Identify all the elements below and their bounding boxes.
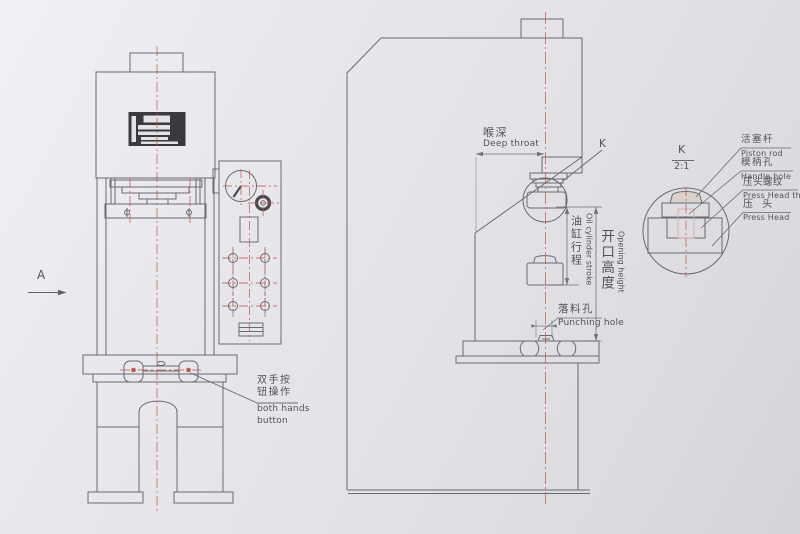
section-arrow-label: A (37, 268, 46, 282)
punching-hole-leader (542, 317, 559, 331)
side-dimensions (475, 151, 602, 342)
front-head-body (95, 71, 216, 179)
slide-plate (104, 203, 207, 219)
table-slot-arcs (519, 340, 577, 357)
arrowhead (58, 289, 67, 296)
foot-left (87, 491, 144, 504)
ram-plate (109, 179, 203, 188)
press-head-side (526, 191, 567, 209)
press-head-thread-label-zh: 压头螺纹 (743, 176, 784, 188)
oil-stroke-label-zh: 油缸行程 (569, 215, 583, 267)
detail-leader-lines (688, 147, 798, 247)
both-hands-label-zh1: 双手按 (257, 375, 292, 386)
panel-buttons (228, 249, 270, 315)
detail-title-k: K (678, 143, 686, 156)
handle-hole-label-zh: 模柄孔 (741, 157, 775, 168)
both-hands-leader (190, 372, 298, 404)
both-hands-label-zh2: 钮操作 (257, 387, 292, 398)
throat-diagonal (474, 156, 583, 234)
front-centerlines (120, 46, 201, 512)
side-frame-outline (346, 37, 583, 490)
punching-hole-label-en: Punching hole (558, 318, 624, 328)
press-head-lower-position (526, 262, 564, 286)
base-legs (96, 382, 224, 492)
panel-switch (239, 216, 259, 243)
panel-bracket (212, 168, 220, 194)
foot-right (173, 491, 234, 504)
section-arrow-a (28, 289, 67, 296)
guide-columns (96, 178, 215, 355)
piston-rod-label-zh: 活塞杆 (741, 134, 775, 145)
handle-hole-label-en: Handle hole (741, 171, 792, 181)
detail-scale: 2:1 (674, 161, 690, 172)
press-head-label-zh: 压 头 (743, 198, 776, 210)
front-view (82, 52, 238, 504)
k-leader-line (562, 149, 603, 182)
punching-hole-label-zh: 落料孔 (558, 303, 594, 315)
press-head-block (647, 217, 723, 254)
press-head-label-en: Press Head (743, 213, 790, 222)
detail-circle-k (522, 177, 568, 223)
punching-hole-shape (537, 335, 555, 342)
detail-view-k (642, 147, 798, 275)
rod-flange (661, 202, 710, 218)
panel-outline (218, 160, 282, 345)
side-table-top (462, 340, 600, 357)
both-hands-label-en2: button (257, 416, 288, 426)
both-hands-label-en1: both hands (257, 404, 310, 414)
piston-rod-label-en: Piston rod (741, 148, 783, 158)
detail-marker-k: K (599, 138, 606, 150)
side-top-cap (520, 18, 564, 39)
control-panel (212, 160, 282, 345)
panel-centerlines (222, 169, 279, 341)
press-head-thread-label-en: Press Head thread (743, 190, 800, 200)
deep-throat-label-zh: 喉深 (483, 126, 508, 139)
gauge-needle (232, 185, 242, 198)
deep-throat-label-en: Deep throat (483, 139, 540, 149)
oil-stroke-label-en: Oil cylinder stroke (584, 213, 594, 286)
opening-height-label-zh: 开口高度 (598, 229, 615, 291)
panel-nameplate (238, 322, 264, 337)
front-top-cap (129, 52, 184, 73)
press-head-lower-position-cap (533, 255, 557, 264)
slide-bolts (124, 208, 192, 217)
side-view (346, 18, 603, 494)
opening-height-label-en: Opening height (616, 231, 626, 293)
